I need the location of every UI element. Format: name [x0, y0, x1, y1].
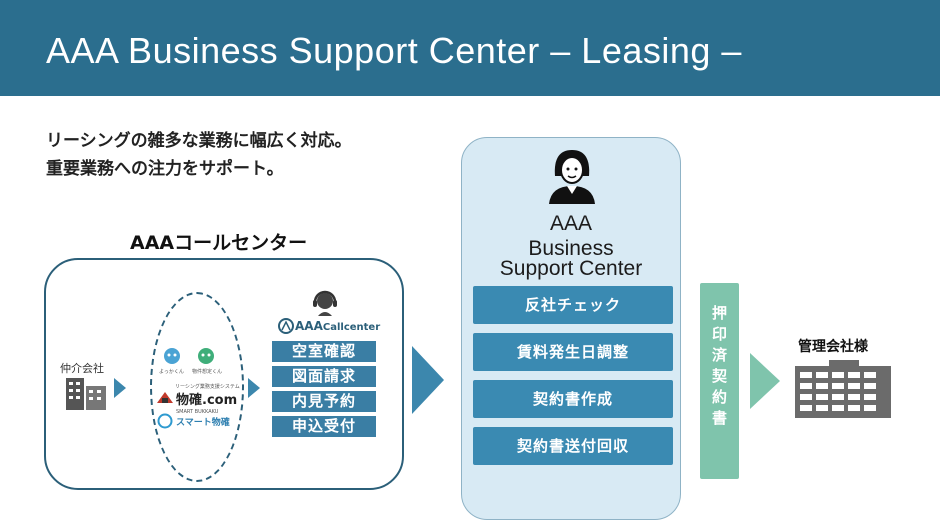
arrow-icon: [412, 346, 444, 414]
sealed-char: 押: [711, 304, 727, 322]
task-floorplan-request: 図面請求: [272, 366, 376, 387]
bsc-item-contract-drafting: 契約書作成: [473, 380, 673, 418]
task-viewing-booking: 内見予約: [272, 391, 376, 412]
mascot-icon: [198, 348, 214, 364]
bsc-title-line-1: AAA: [549, 212, 593, 235]
broker-label: 仲介会社: [60, 362, 104, 375]
smart-tagline: SMART BUKKAKU: [176, 409, 219, 415]
platform-b-label: 物件想定くん: [192, 369, 223, 375]
bsc-item-antisocial-check: 反社チェック: [473, 286, 673, 324]
sealed-char: 済: [711, 346, 727, 364]
sealed-char: 約: [711, 388, 727, 406]
task-vacancy-check: 空室確認: [272, 341, 376, 362]
platform-oval: [150, 292, 244, 482]
arrow-icon: [750, 353, 780, 409]
smart-logo: スマート物確: [176, 418, 230, 428]
callcenter-logo-icon: [278, 318, 294, 334]
headset-operator-icon: [313, 290, 337, 316]
intro-line-1: リーシングの雑多な業務に幅広く対応。: [46, 131, 352, 151]
page-title: AAA Business Support Center – Leasing –: [46, 30, 742, 71]
arrow-icon: [114, 378, 126, 398]
bsc-title-line-3: Support Center: [499, 257, 643, 280]
bsc-item-rent-start-adjust: 賃料発生日調整: [473, 333, 673, 371]
bsc-item-contract-dispatch: 契約書送付回収: [473, 427, 673, 465]
header-bar: [0, 0, 940, 96]
smart-logo-icon: [157, 413, 173, 429]
sealed-contract-box: 押 印 済 契 約 書: [700, 283, 739, 479]
task-application-intake: 申込受付: [272, 416, 376, 437]
bukaku-tagline: リーシング業務支援システム: [175, 384, 240, 390]
arrow-icon: [248, 378, 260, 398]
sealed-char: 契: [711, 367, 727, 385]
bukaku-logo: 物確.com: [176, 393, 238, 408]
staff-woman-icon: [549, 150, 595, 204]
platform-a-label: よっかくん: [159, 369, 184, 375]
mascot-icon: [164, 348, 180, 364]
management-label: 管理会社様: [798, 339, 868, 355]
bukaku-logo-icon: [157, 392, 173, 403]
sealed-char: 書: [711, 409, 727, 427]
sealed-char: 印: [711, 325, 727, 343]
intro-line-2: 重要業務への注力をサポート。: [46, 159, 284, 179]
callcenter-logo: AAACallcenter: [295, 319, 381, 333]
building-icon: [66, 378, 106, 410]
office-building-icon: [795, 360, 891, 418]
callcenter-frame: [44, 258, 404, 490]
bsc-title-line-2: Business: [528, 237, 614, 260]
callcenter-title: AAAコールセンター: [130, 232, 308, 254]
